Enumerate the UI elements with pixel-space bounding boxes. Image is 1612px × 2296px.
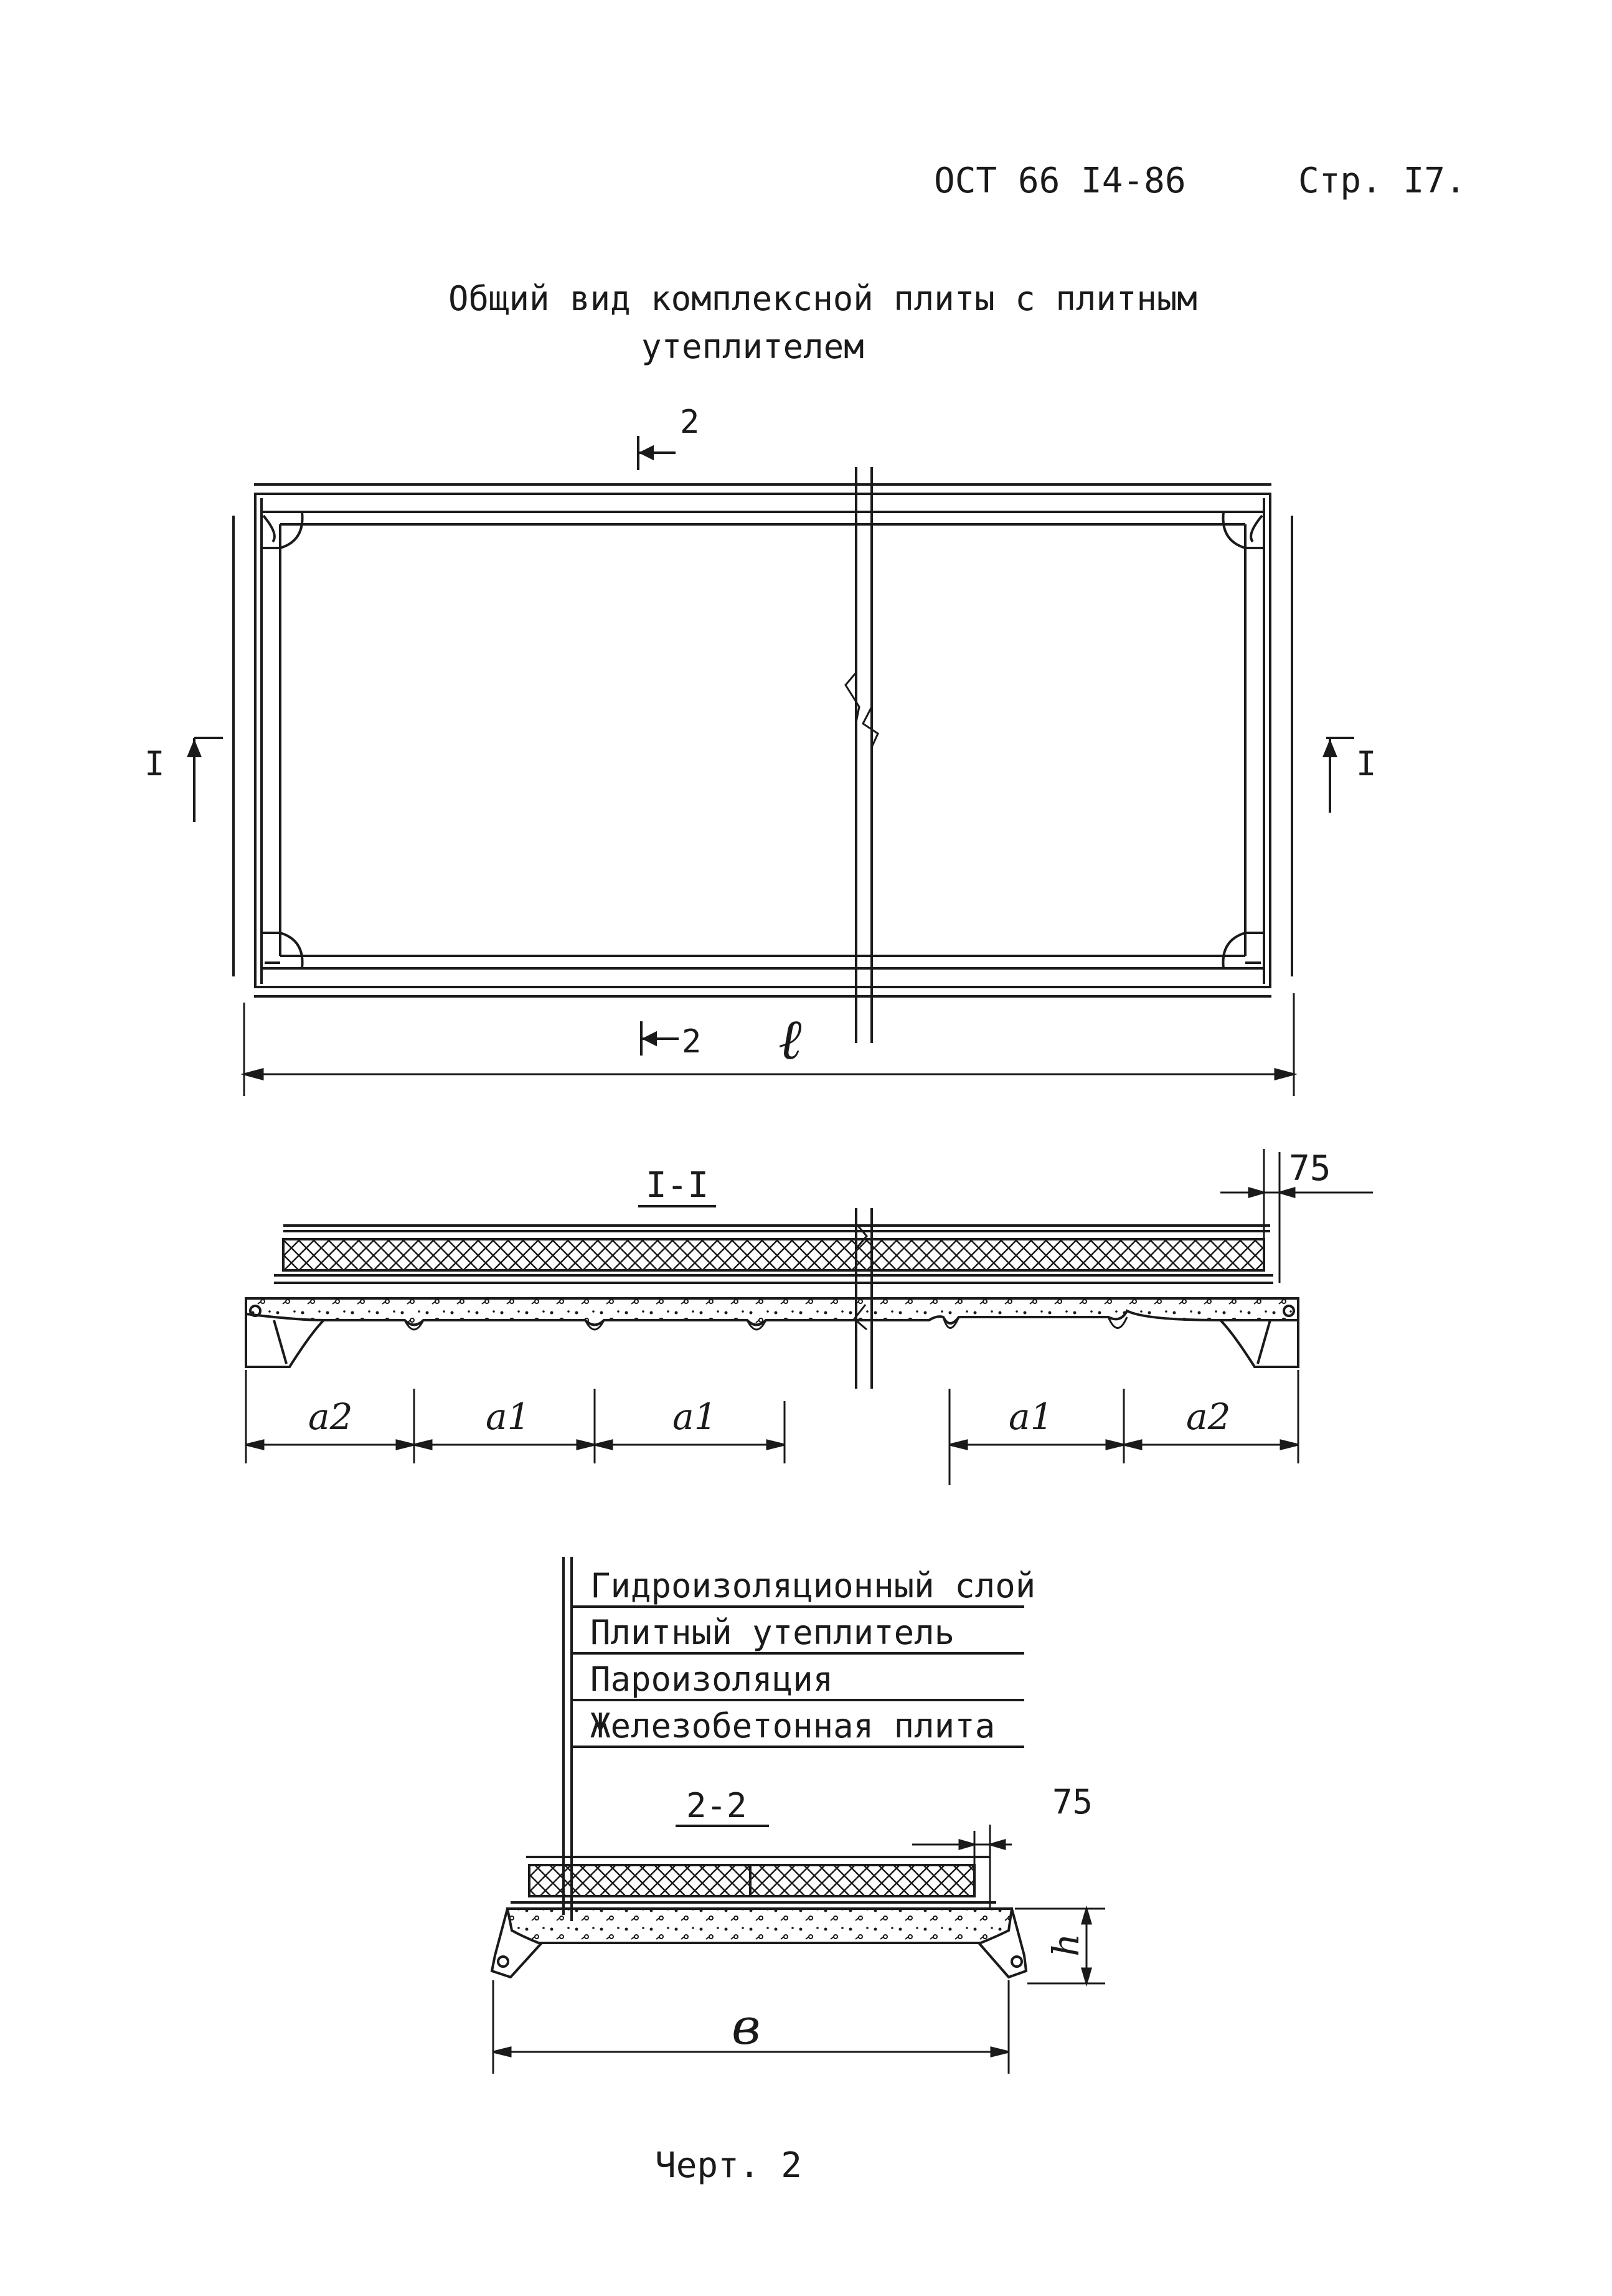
cut-label-right: I — [1356, 744, 1377, 783]
dim-a2-right: a2 — [1186, 1396, 1230, 1438]
section-2-offset-value: 75 — [1052, 1782, 1093, 1821]
cut-label-left: I — [144, 744, 165, 783]
section-2-height-dimension — [1015, 1905, 1105, 1987]
section-2-concrete-slab — [506, 1907, 1014, 1944]
dim-a2-left: a2 — [308, 1396, 352, 1438]
section-mark-top: 2 — [680, 404, 699, 441]
cut-marks-1 — [187, 737, 1354, 822]
drawing-caption: Черт. 2 — [655, 2145, 803, 2186]
dim-a1-second: a1 — [672, 1396, 717, 1438]
section-marks-2 — [637, 436, 679, 1056]
section-2-width-dimension — [492, 1980, 1010, 2074]
section-1-concrete-slab — [245, 1297, 1299, 1326]
section-1-offset-dimension — [1220, 1149, 1373, 1283]
length-label: ℓ — [778, 1007, 802, 1072]
drawing-title-line2: утеплителем — [641, 327, 864, 366]
section-1-view — [245, 1208, 1299, 1389]
dim-a1-third: a1 — [1009, 1396, 1053, 1438]
section-mark-bottom: 2 — [682, 1023, 701, 1061]
section-2-width-label: в — [732, 1998, 761, 2056]
layer-vapor-barrier: Пароизоляция — [590, 1660, 833, 1699]
layer-waterproofing: Гидроизоляционный слой — [590, 1566, 1035, 1605]
length-dimension — [240, 993, 1298, 1096]
drawing-title-line1: Общий вид комплексной плиты с плитным — [448, 279, 1197, 318]
section-1-spacing-dimensions — [245, 1370, 1299, 1485]
page-number: Стр. I7. — [1298, 161, 1466, 201]
plan-view — [232, 467, 1293, 1043]
section-2-title: 2-2 — [686, 1786, 747, 1825]
section-1-title: I-I — [646, 1165, 709, 1206]
layer-slab-insulation: Плитный утеплитель — [590, 1613, 954, 1652]
doc-code: ОСТ 66 I4-86 — [934, 161, 1186, 201]
section-2-insulation — [528, 1864, 976, 1897]
section-2-view — [490, 1856, 1028, 1979]
layer-legend — [562, 1557, 1024, 1921]
layer-concrete-slab: Железобетонная плита — [590, 1706, 995, 1746]
section-1-insulation — [282, 1238, 1265, 1272]
section-2-height-label: h — [1045, 1934, 1087, 1957]
section-1-offset-value: 75 — [1289, 1148, 1331, 1189]
dim-a1-first: a1 — [486, 1396, 530, 1438]
